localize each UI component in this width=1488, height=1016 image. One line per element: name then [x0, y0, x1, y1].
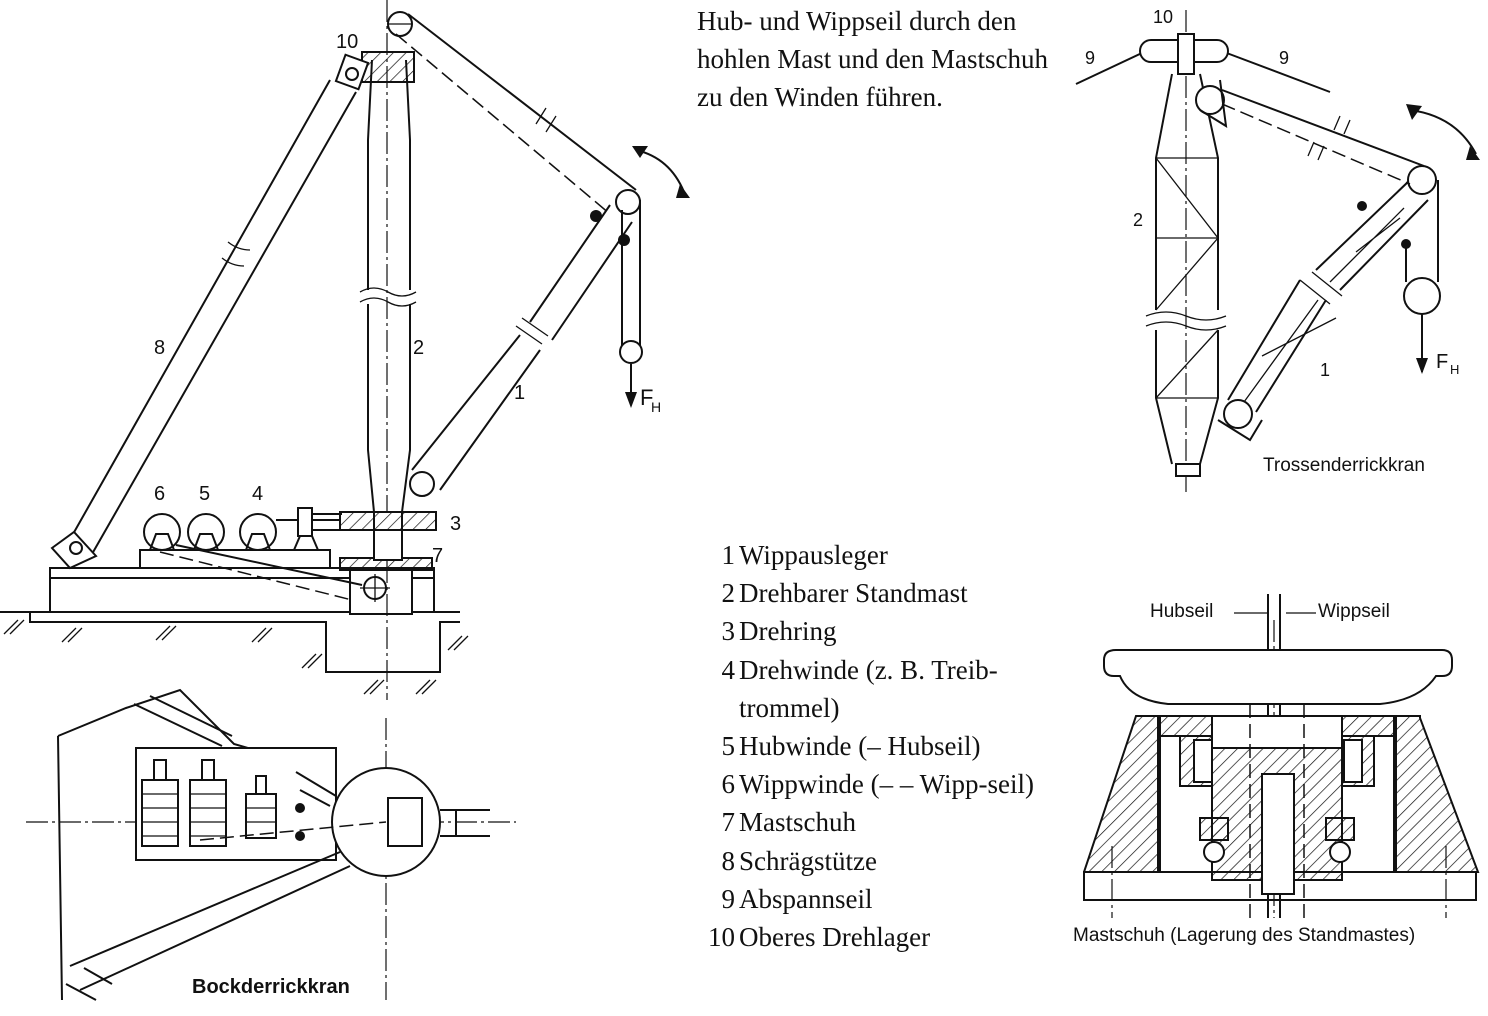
label-1: 1 — [514, 382, 525, 404]
legend-number: 6 — [721, 769, 736, 800]
label-3: 3 — [450, 513, 461, 535]
winch-group — [143, 507, 340, 551]
boom-foot-pin-icon — [409, 471, 435, 497]
legend-number: 2 — [721, 578, 736, 609]
guy-rope-right — [1223, 51, 1331, 93]
legend-number: 7 — [721, 807, 736, 838]
legend-number: 4 — [721, 654, 736, 685]
label-8: 8 — [154, 337, 165, 359]
label-9-left: 9 — [1085, 48, 1095, 68]
label-9-right: 9 — [1279, 48, 1289, 68]
legend-text: Drehwinde (z. B. Treib-trommel) — [739, 654, 998, 723]
force-label-subscript: H — [651, 399, 661, 415]
slew-arrow-icon — [1409, 109, 1477, 155]
foundation — [29, 612, 460, 673]
ground-marks — [3, 619, 469, 695]
mast-upper — [367, 59, 411, 290]
break-mark — [359, 287, 417, 307]
intro-text: Hub- und Wippseil durch den hohlen Mast … — [697, 6, 1048, 112]
label-5: 5 — [199, 483, 210, 505]
boom-upper — [529, 204, 633, 341]
label-10-right: 10 — [1153, 7, 1173, 27]
boom-lower — [411, 334, 541, 491]
boom-head-sheave-icon — [1407, 165, 1437, 195]
housing-section — [1083, 715, 1480, 901]
hoist-winch-icon — [187, 513, 225, 551]
hoist-rope — [395, 33, 611, 215]
bockderrick-plan-view — [26, 688, 516, 1001]
slewing-winch-icon — [239, 513, 277, 551]
legend-number: 1 — [721, 540, 736, 570]
label-4: 4 — [252, 483, 263, 505]
label-2-right: 2 — [1133, 210, 1143, 230]
luffing-winch-icon — [143, 513, 181, 551]
luffing-rope — [407, 13, 637, 191]
hook-block-icon — [619, 340, 643, 364]
legend-text: Wippausleger — [739, 540, 888, 570]
legend-text: Oberes Drehlager — [739, 922, 931, 953]
force-label: F — [640, 385, 653, 410]
legend-number: 3 — [721, 616, 736, 647]
mastschuh-section — [1083, 594, 1480, 918]
label-1-right: 1 — [1320, 360, 1330, 380]
legend-text: Wippwinde (– – Wipp-seil) — [739, 769, 1035, 800]
winch-drums — [141, 759, 277, 847]
legend-number: 10 — [708, 922, 735, 953]
upper-bearing — [361, 51, 415, 83]
legend-number: 9 — [721, 883, 736, 914]
ball-bearing-icon — [1329, 841, 1351, 863]
label-10: 10 — [336, 31, 358, 53]
ball-bearing-icon — [1203, 841, 1225, 863]
mast-lower — [367, 304, 411, 513]
label-2: 2 — [413, 337, 424, 359]
legend-text: Schrägstütze — [739, 845, 877, 876]
turntable — [1103, 649, 1453, 705]
slewing-ring — [339, 511, 437, 531]
label-wippseil: Wippseil — [1318, 601, 1390, 622]
winch-platform — [139, 549, 331, 569]
lattice-boom-upper — [1315, 179, 1429, 291]
legend-text: Mastschuh — [739, 807, 856, 838]
trossenderrick-elevation: 10 9 9 2 1 F H — [1075, 7, 1480, 492]
main-derrick-elevation: 10 8 2 1 3 7 6 5 4 F H — [0, 0, 690, 700]
legend-number: 8 — [721, 845, 736, 876]
label-hubseil: Hubseil — [1150, 601, 1214, 622]
force-label-right-subscript: H — [1450, 362, 1459, 377]
legend-text: Drehbarer Standmast — [739, 578, 968, 609]
caption-bockderrick: Bockderrickkran — [192, 976, 350, 998]
force-label-right: F — [1436, 351, 1448, 373]
legend-number: 5 — [721, 731, 736, 762]
label-7: 7 — [432, 545, 443, 567]
legend-text: Drehring — [739, 616, 837, 647]
boom-head-sheave-icon — [615, 189, 641, 215]
guy-rope-left — [1075, 51, 1145, 85]
boom-foot-pin-icon — [1223, 399, 1253, 429]
inclined-strut — [63, 79, 357, 555]
top-sheave-icon — [1195, 85, 1225, 115]
legend-text: Hubwinde (– Hubseil) — [739, 731, 981, 762]
caption-mastschuh: Mastschuh (Lagerung des Standmastes) — [1073, 925, 1416, 946]
slew-arrow-icon — [635, 149, 685, 193]
lattice-boom-lower — [1227, 279, 1327, 413]
hook-block-icon — [1403, 277, 1441, 315]
legend-text: Abspannseil — [739, 883, 873, 914]
caption-trossenderrick: Trossenderrickkran — [1263, 455, 1425, 476]
label-6: 6 — [154, 483, 165, 505]
